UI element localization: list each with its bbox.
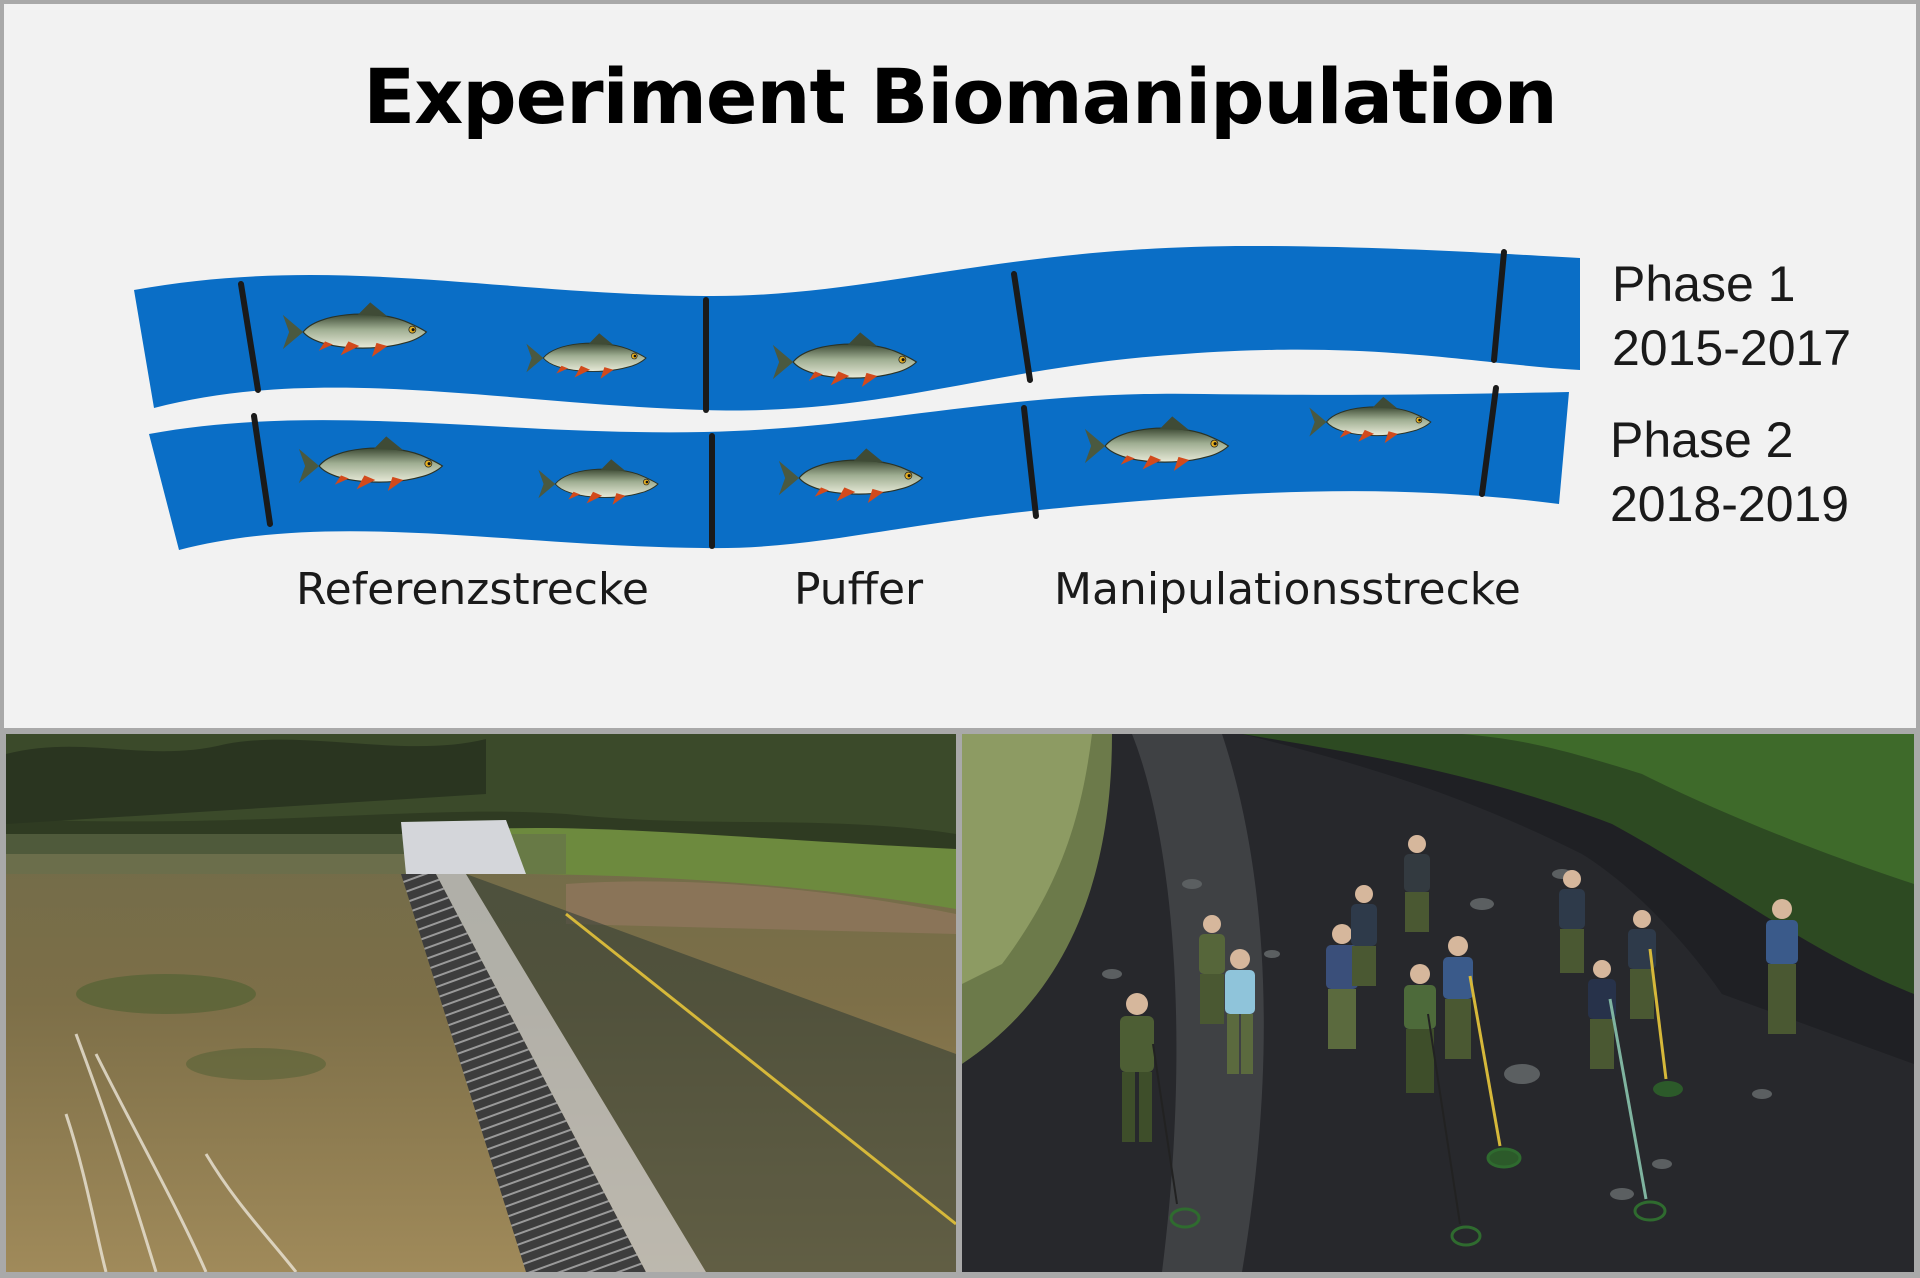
section-label-manipulation: Manipulationsstrecke xyxy=(1054,564,1521,615)
phase2-name: Phase 2 xyxy=(1610,412,1794,468)
team-photo xyxy=(962,734,1914,1272)
phase1-name: Phase 1 xyxy=(1612,256,1796,312)
phase1-label: Phase 1 2015-2017 xyxy=(1612,252,1851,380)
divider-p1-ref-start xyxy=(238,281,261,393)
section-label-referenz: Referenzstrecke xyxy=(296,564,649,615)
divider-lines xyxy=(238,249,1507,549)
team-figures xyxy=(1120,835,1798,1247)
phase2-years: 2018-2019 xyxy=(1610,476,1850,532)
divider-p2-puffer-manip xyxy=(1021,405,1039,519)
diagram-panel: Experiment Biomanipulation xyxy=(4,4,1916,728)
divider-p1-manip-end xyxy=(1491,249,1507,363)
river-diagram xyxy=(134,245,1580,550)
divider-p2-ref-start xyxy=(251,413,273,527)
phase2-label: Phase 2 2018-2019 xyxy=(1610,408,1849,536)
divider-p2-manip-end xyxy=(1479,385,1499,497)
divider-p1-puffer-manip xyxy=(1011,271,1033,383)
phase1-years: 2015-2017 xyxy=(1612,320,1852,376)
weir-photo xyxy=(6,734,956,1272)
river-band-phase1 xyxy=(134,245,1580,411)
page-title: Experiment Biomanipulation xyxy=(363,52,1557,141)
section-label-puffer: Puffer xyxy=(794,564,924,615)
